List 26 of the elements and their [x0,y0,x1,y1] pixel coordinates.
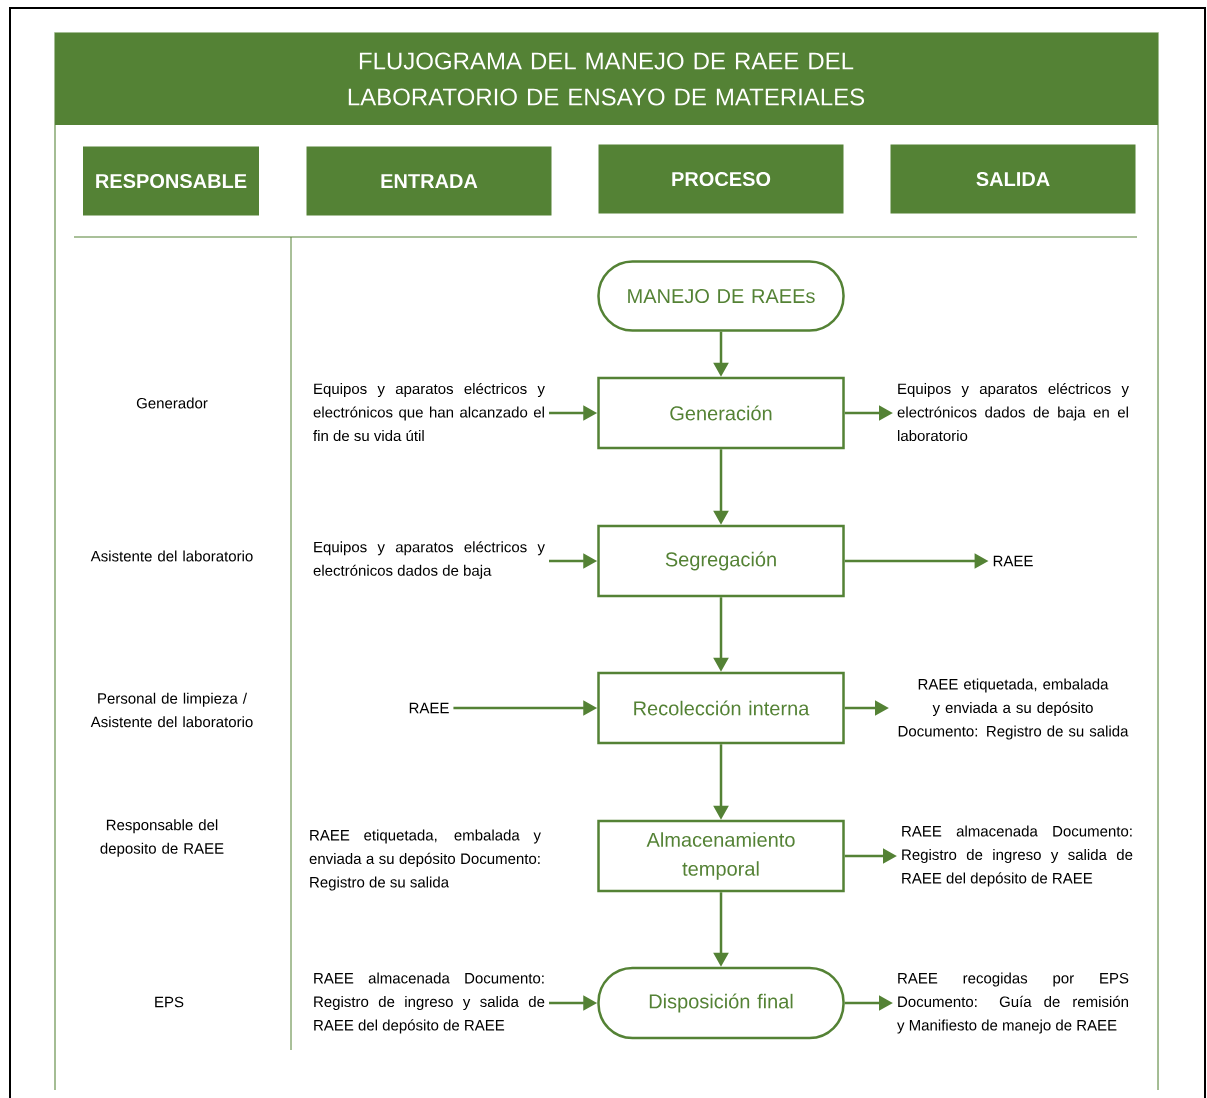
terminal-box: MANEJO DE RAEEs [597,260,845,332]
column-header: RESPONSABLE [83,146,259,216]
process-box: Generación [597,376,845,450]
flow-text: Equipos y aparatos eléctricos y electrónicos dados de baja [313,541,545,579]
flow-text: RAEE almacenada Documento: Registro de ingreso y salida de RAEE del depósito de RAEE [314,972,545,1034]
flow-text: RAEE [993,555,1033,567]
role-label: Personal de limpieza / Asistente del laboratorio [90,692,253,728]
flow-text: RAEE etiquetada, embalada y enviada a su depósito Documento: Registro de su salida [898,678,1129,740]
process-box: Almacenamiento temporal [597,819,845,893]
role-label: Responsable del deposito de RAEE [100,819,224,857]
flow-text: RAEE recogidas por EPS Documento: Guía de remisión y Manifiesto de manejo de RAEE [897,972,1129,1034]
role-label: Asistente del laboratorio [90,550,253,562]
flow-text: RAEE almacenada Documento: Registro de ingreso y salida de RAEE del depósito de RAEE [902,825,1133,887]
flow-text: Equipos y aparatos eléctricos y electrónicos dados de baja en el laboratorio [897,382,1129,442]
terminal-box: Disposición final [597,966,845,1040]
flow-text: Equipos y aparatos eléctricos y electrónicos que han alcanzado el fin de su vida útil [313,382,545,442]
process-box: Recolección interna [597,671,845,745]
flow-text: RAEE [409,702,449,714]
process-box: Segregación [597,524,845,598]
column-header: PROCESO [598,144,844,214]
column-header: ENTRADA [306,146,552,216]
title-band: FLUJOGRAMA DEL MANEJO DE RAEE DEL LABORATORIO DE ENSAYO DE MATERIALES [55,33,1158,125]
column-header: SALIDA [890,144,1136,214]
input-text: RAEE etiquetada, embalada y enviada a su depósito Documento: Registro de su salida [309,829,541,891]
role-label: Generador [136,397,208,409]
role-label: EPS [155,996,184,1008]
